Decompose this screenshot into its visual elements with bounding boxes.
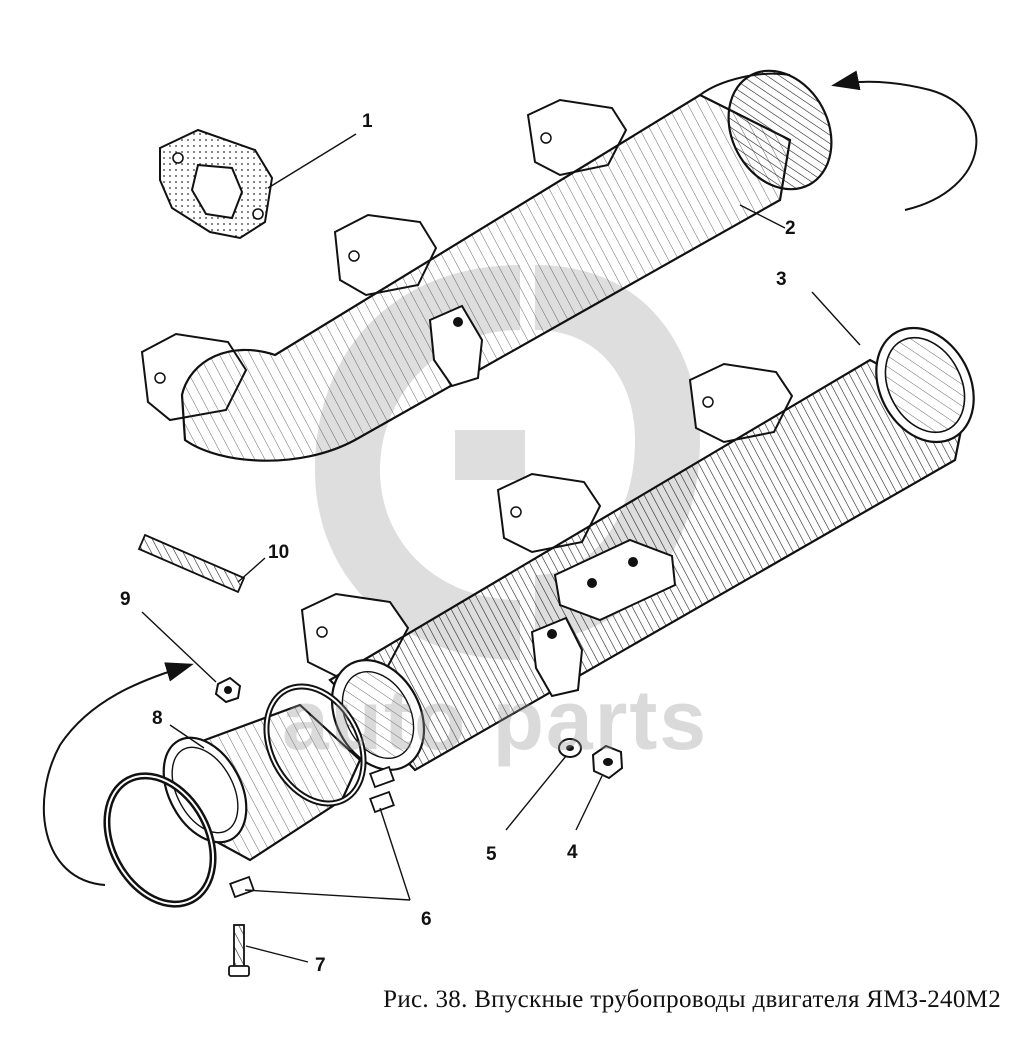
- lower-manifold-part-3: [300, 326, 975, 772]
- leader-lines: [141, 133, 861, 963]
- sleeve-part-8: [162, 703, 362, 862]
- clamps-part-6: [103, 683, 395, 908]
- figure-caption: Рис. 38. Впускные трубопроводы двигателя…: [383, 986, 1001, 1013]
- gasket-part-1: [159, 128, 274, 240]
- callout-8: 8: [152, 708, 163, 729]
- callout-4: 4: [567, 842, 578, 863]
- flow-arrows: [42, 70, 978, 886]
- nut-part-9: [214, 676, 242, 704]
- callout-6: 6: [421, 909, 432, 930]
- upper-manifold-part-2: [140, 69, 833, 462]
- callout-1: 1: [362, 111, 373, 132]
- callout-7: 7: [315, 955, 326, 976]
- stud-part-10: [137, 533, 246, 594]
- washer-part-5: [558, 738, 582, 758]
- bolt-part-7: [228, 924, 250, 977]
- callout-5: 5: [486, 844, 497, 865]
- watermark-text: auto parts: [282, 673, 709, 767]
- callout-3: 3: [776, 269, 787, 290]
- nut-part-4: [591, 744, 624, 780]
- callout-2: 2: [785, 218, 796, 239]
- callout-10: 10: [268, 542, 290, 563]
- callout-9: 9: [120, 589, 131, 610]
